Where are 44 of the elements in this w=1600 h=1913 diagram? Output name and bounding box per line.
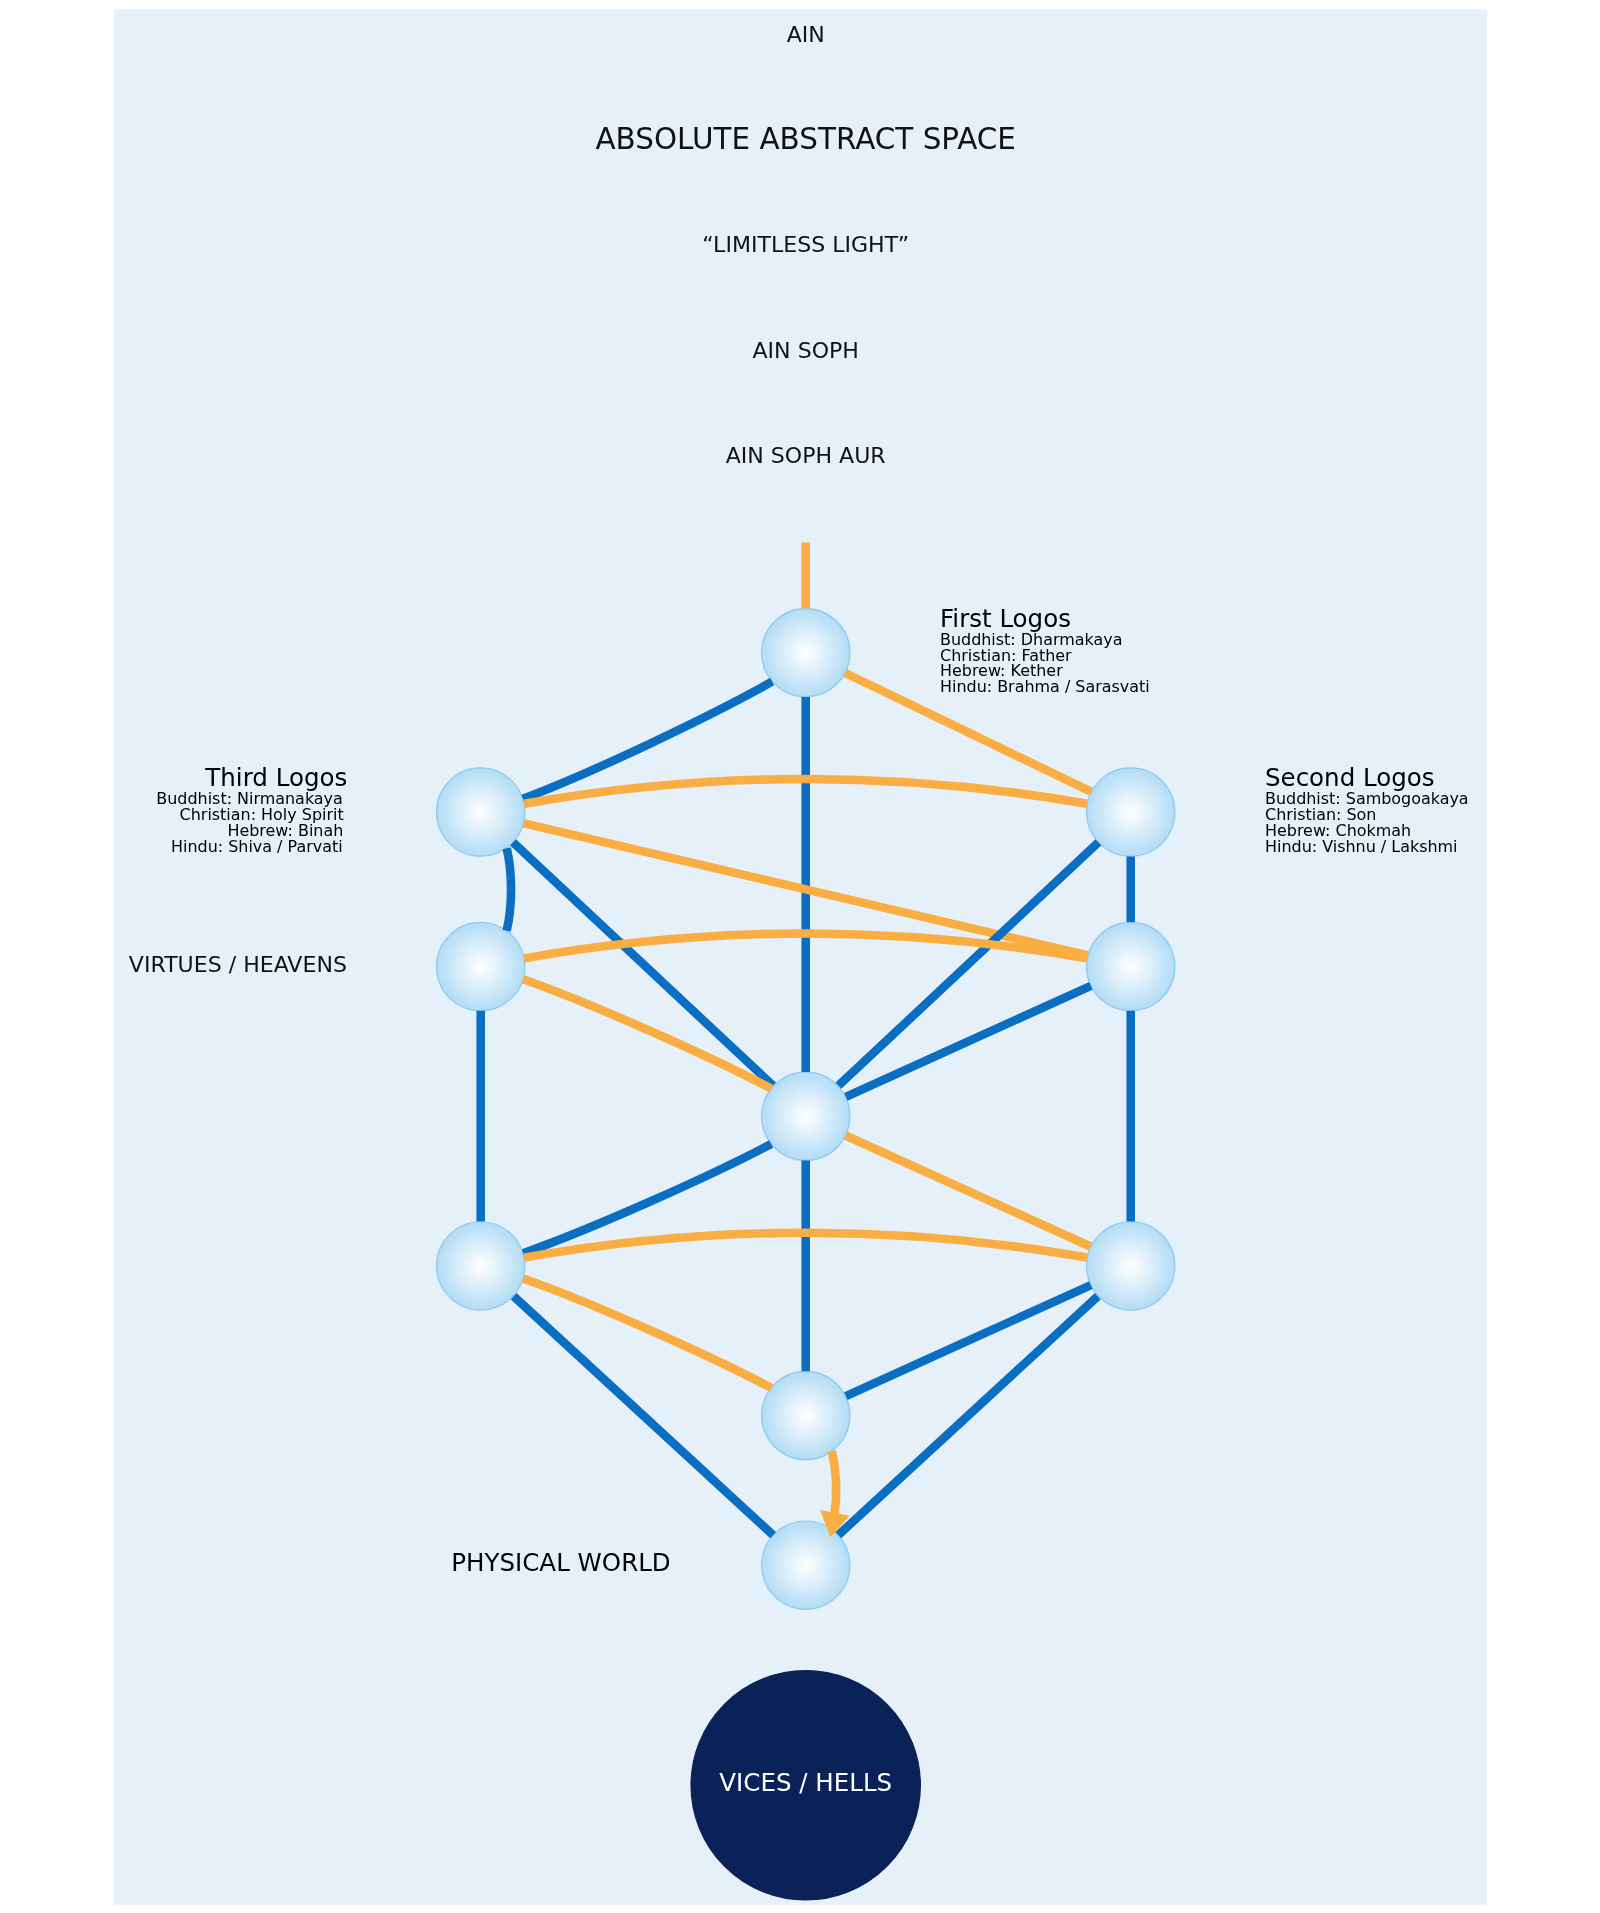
- connector: [800, 541, 810, 608]
- arrow: [819, 1449, 850, 1537]
- node-label: PHYSICAL WORLD: [450, 1547, 671, 1577]
- node-circle: [1085, 921, 1175, 1011]
- label: “LIMITLESS LIGHT”: [701, 231, 909, 257]
- node-label: First Logos: [939, 603, 1071, 633]
- connector: [834, 1292, 1101, 1538]
- node-circle: [435, 921, 525, 1011]
- label: VIRTUES / HEAVENS: [128, 951, 347, 977]
- connector: [800, 696, 810, 1072]
- connector: [521, 1274, 773, 1392]
- node-circle: [1085, 766, 1175, 857]
- connector: [522, 818, 1089, 960]
- label: AIN: [786, 21, 825, 47]
- node-circle: [760, 607, 850, 697]
- node-circle: [435, 1220, 525, 1311]
- connector: [834, 838, 1101, 1089]
- node-circle: VICES / HELLS: [689, 1669, 921, 1901]
- connector: [842, 668, 1093, 796]
- node-circle: [760, 1519, 850, 1610]
- connector: [843, 1131, 1092, 1250]
- connector: [1125, 1010, 1135, 1222]
- node-label: Second Logos: [1264, 762, 1435, 792]
- node-circle: [435, 766, 525, 857]
- connector: [800, 1159, 810, 1371]
- connector: [843, 1280, 1093, 1400]
- label: AIN SOPH: [752, 337, 859, 363]
- connector: [520, 677, 774, 803]
- connector: [1125, 856, 1135, 922]
- node-circle: [1085, 1220, 1175, 1311]
- connector: [523, 928, 1088, 963]
- connector: [521, 974, 773, 1092]
- node-label: Third Logos: [204, 762, 347, 792]
- node-label: Hindu: Shiva / Parvati: [170, 836, 343, 856]
- connector: [501, 846, 515, 932]
- label: AIN SOPH AUR: [725, 442, 886, 468]
- connector: [475, 1010, 485, 1222]
- connector: [523, 1228, 1088, 1262]
- node-circle: [760, 1071, 850, 1161]
- node-circle: [760, 1370, 850, 1460]
- connector: [843, 981, 1093, 1101]
- label: ABSOLUTE ABSTRACT SPACE: [594, 121, 1016, 156]
- connector: [510, 1292, 776, 1538]
- connector: [523, 774, 1088, 808]
